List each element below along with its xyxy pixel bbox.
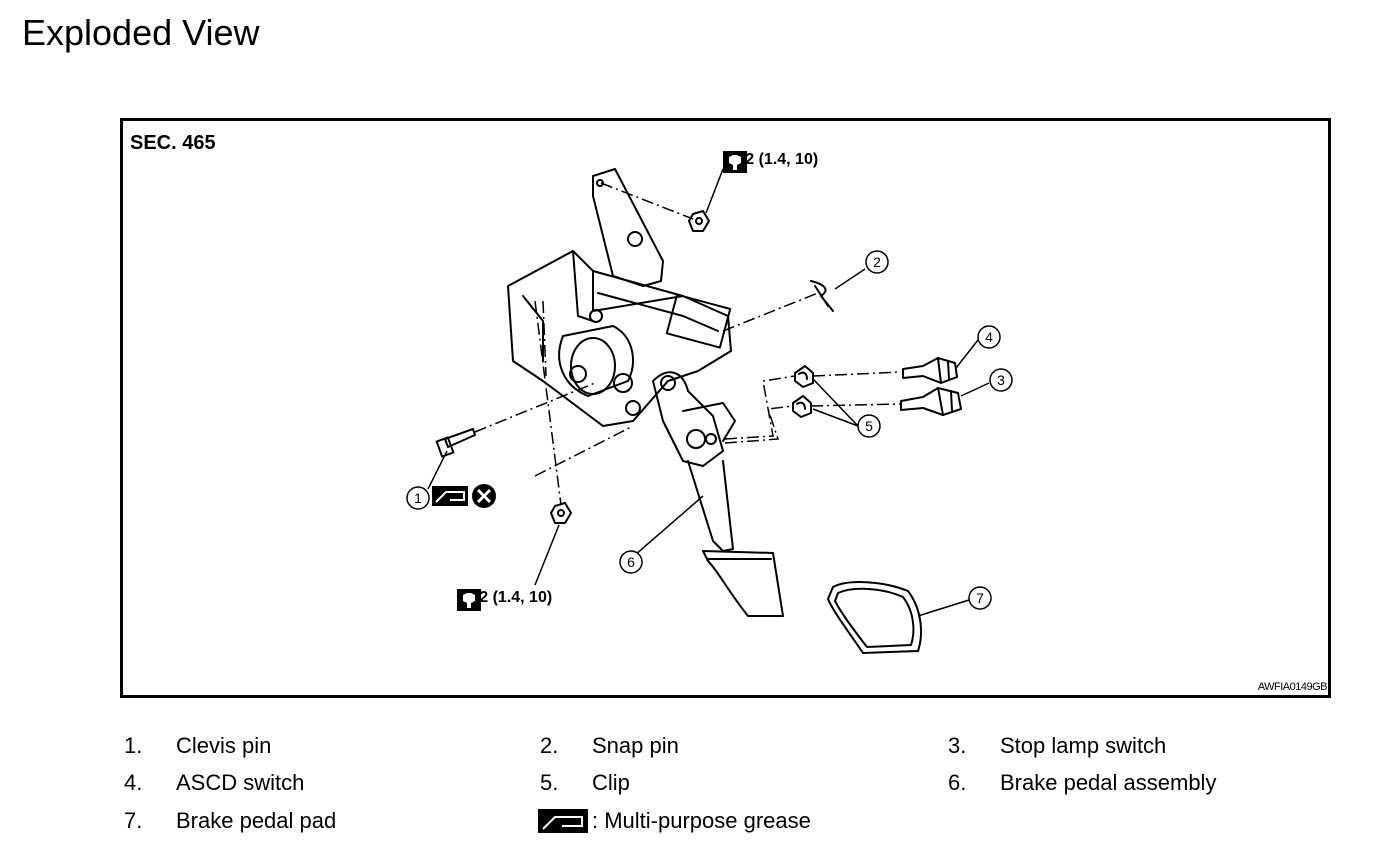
callout-6-label: 6 [627,554,635,570]
page-title: Exploded View [22,12,260,53]
grease-note-label: : Multi-purpose grease [592,808,811,833]
legend-number: 4. [124,770,143,795]
legend-label: Clevis pin [176,733,272,758]
grease-note: : Multi-purpose grease [538,808,811,834]
callout-1-label: 1 [414,490,422,506]
ascd-switch [902,357,958,384]
callout-2 [865,250,889,274]
wrench-torque-icon [457,589,481,611]
legend-number: 6. [948,770,967,795]
legend-label: Brake pedal pad [176,808,337,833]
legend-label: Snap pin [592,733,679,758]
wrench-torque-icon [723,151,747,173]
cylinder [558,325,634,397]
legend-label: Brake pedal assembly [1000,770,1217,795]
callout-3-label: 3 [997,372,1005,388]
section-label: SEC. 465 [130,132,216,154]
grease-icon [432,486,468,506]
torque-spec-bottom: 14.2 (1.4, 10) [457,589,552,611]
callout-3 [989,368,1013,392]
legend-number: 2. [540,733,559,758]
nut-bottom [550,502,572,524]
stop-lamp-switch [900,387,962,416]
nut-top [688,210,710,232]
legend-label: ASCD switch [176,770,305,795]
figure-code: AWFIA0149GB [1257,681,1328,693]
brake-pedal-foot [702,550,784,617]
exploded-view-figure: 1 2 3 4 5 6 7 SEC. 465 14.2 (1.4, 10) [120,118,1331,698]
bracket-body [507,250,732,427]
clevis-pin [444,428,476,448]
clip-upper [794,365,814,388]
bracket-upper-plate [592,168,664,287]
callout-7 [968,586,992,610]
bracket-hole [625,400,641,416]
bracket-hole [569,365,587,383]
legend-number: 1. [124,733,143,758]
bracket-hole [589,309,603,323]
legend-label: Clip [592,770,630,795]
brake-pedal-drawing: 1 2 3 4 5 6 7 [406,168,1013,654]
torque-spec-top: 14.2 (1.4, 10) [723,151,818,173]
brake-pedal-arm [687,460,734,552]
legend-number: 7. [124,808,143,833]
clip-lower [792,395,812,418]
grease-icon [538,809,588,833]
callout-7-label: 7 [976,590,984,606]
callout-5-label: 5 [865,418,873,434]
bracket-tab [665,293,732,349]
callout-4-label: 4 [985,329,993,345]
callout-6 [619,550,643,574]
callout-4 [977,325,1001,349]
legend-number: 5. [540,770,559,795]
bracket-hole [613,373,633,393]
legend-label: Stop lamp switch [1000,733,1167,758]
bracket-hole [627,231,643,247]
snap-pin [810,280,834,312]
legend-number: 3. [948,733,967,758]
callout-2-label: 2 [873,254,881,270]
callout-5 [857,414,881,438]
brake-pedal-pad [827,581,922,654]
callout-1 [406,486,430,510]
do-not-reuse-icon [472,484,496,508]
